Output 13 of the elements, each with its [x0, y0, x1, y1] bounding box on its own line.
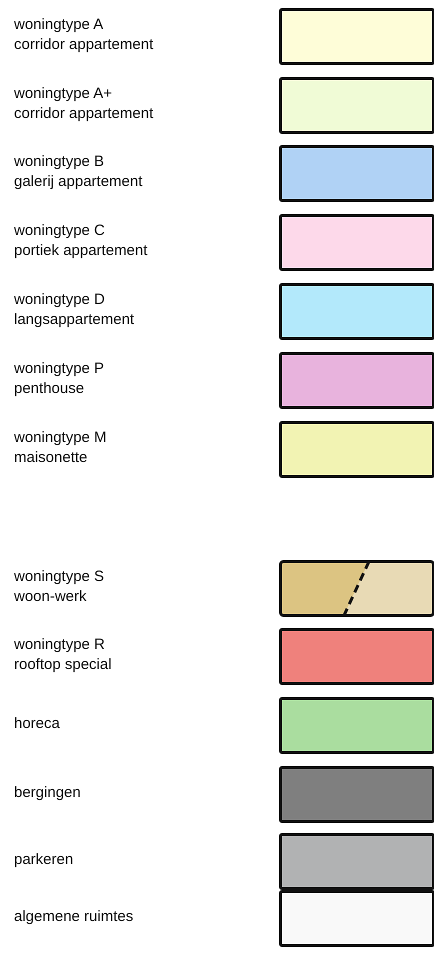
legend-label: woningtype P penthouse [14, 359, 104, 399]
legend-label: woningtype S woon-werk [14, 567, 104, 607]
legend-label: woningtype R rooftop special [14, 635, 112, 675]
legend-label: woningtype C portiek appartement [14, 221, 148, 261]
legend-label: woningtype M maisonette [14, 428, 107, 468]
legend-label: woningtype D langsappartement [14, 290, 134, 330]
legend-label: woningtype A+ corridor appartement [14, 84, 154, 124]
legend-label: horeca [14, 714, 60, 734]
legend-label: parkeren [14, 850, 74, 870]
legend-label: bergingen [14, 783, 81, 803]
legend-label: algemene ruimtes [14, 907, 134, 927]
legend-label: woningtype A corridor appartement [14, 15, 154, 55]
legend-label: woningtype B galerij appartement [14, 152, 142, 192]
